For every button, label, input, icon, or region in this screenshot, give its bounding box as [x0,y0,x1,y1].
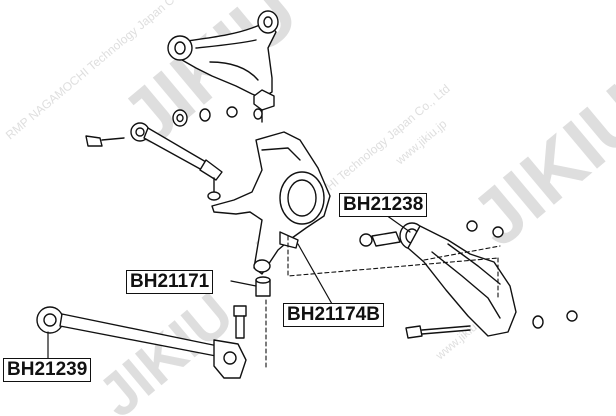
rear-lower-arm [359,220,578,339]
lower-lateral-link [36,306,247,379]
toe-link [85,122,223,201]
parts-drawing [36,10,578,379]
part-label-bh21238: BH21238 [339,193,428,217]
small-bushings [172,106,263,127]
lower-bolt [233,305,247,339]
watermark-brand: JIKIU [454,67,616,263]
part-label-bh21239: BH21239 [3,358,92,382]
part-label-bh21174b: BH21174B [283,303,384,327]
knuckle-lower-bushing [255,276,271,297]
upper-control-arm [167,10,279,123]
knuckle [211,131,331,275]
part-label-bh21171: BH21171 [126,270,214,294]
dashed-guides [265,235,501,371]
leader-lines [47,214,411,359]
